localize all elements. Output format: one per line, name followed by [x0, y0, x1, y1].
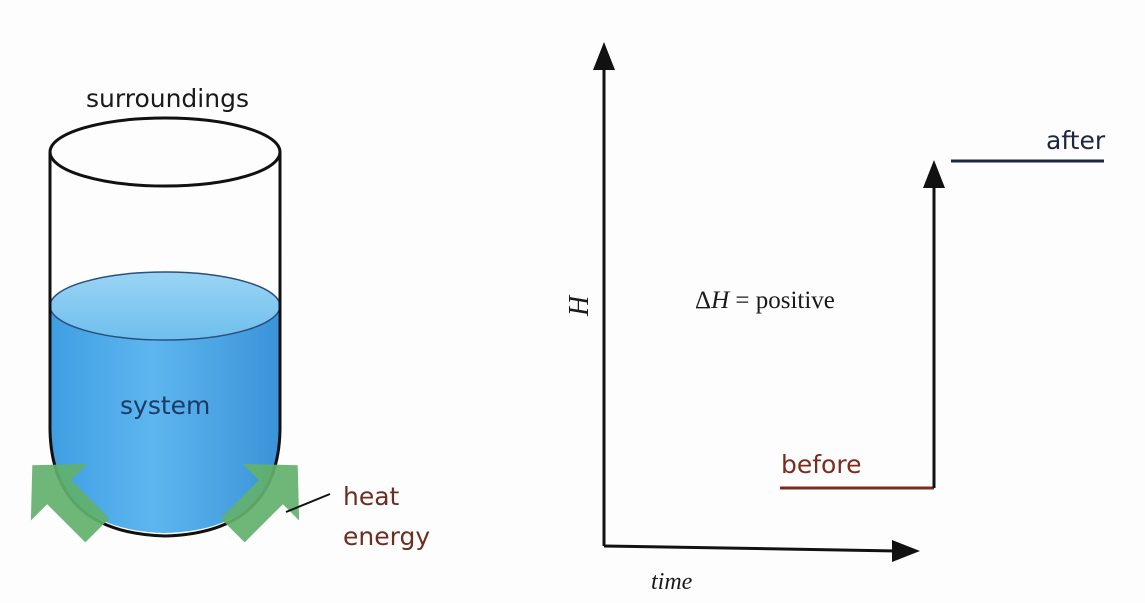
liquid-surface — [49, 271, 281, 341]
x-axis — [603, 544, 901, 553]
delta-value-text: = positive — [729, 287, 835, 314]
before-label: before — [781, 450, 862, 479]
beaker-rim — [48, 116, 282, 188]
delta-variable: H — [711, 287, 730, 314]
heat-label-line2: energy — [343, 522, 431, 551]
system-label: system — [120, 391, 211, 420]
beaker — [48, 116, 282, 538]
heat-arrow-right — [220, 463, 300, 543]
x-axis-arrowhead — [892, 540, 920, 562]
x-axis-label: time — [651, 569, 693, 595]
heat-label-pointer — [285, 493, 331, 513]
graph-axes — [593, 42, 920, 562]
delta-symbol: Δ — [695, 287, 712, 314]
y-axis-arrowhead — [593, 42, 615, 70]
liquid-body — [50, 306, 280, 533]
surroundings-label: surroundings — [86, 84, 249, 113]
enthalpy-change-arrowhead — [923, 160, 945, 188]
y-axis-label: H — [564, 295, 595, 316]
heat-arrow-left — [30, 463, 110, 543]
delta-h-annotation: ΔH = positive — [695, 288, 835, 313]
heat-arrows — [30, 463, 300, 543]
heat-label-line1: heat — [343, 482, 400, 511]
after-label: after — [1046, 126, 1106, 155]
